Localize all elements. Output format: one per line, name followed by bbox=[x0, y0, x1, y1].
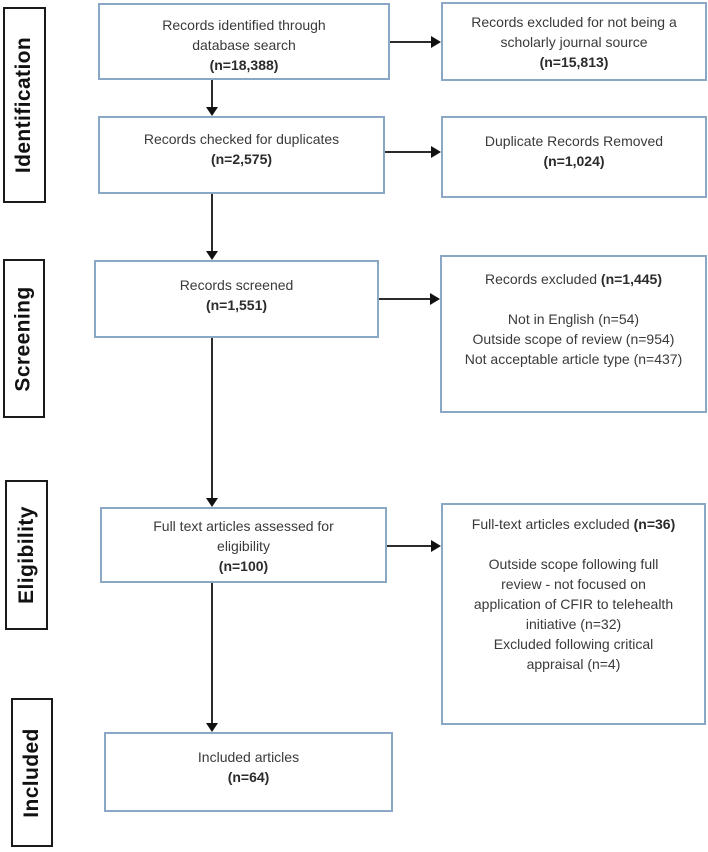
box-header: Records excluded (n=1,445) bbox=[442, 269, 705, 289]
box-count: (n=100) bbox=[218, 558, 269, 574]
stage-box-included: Included bbox=[11, 698, 53, 847]
arrow-right-icon bbox=[431, 36, 441, 48]
box-text-line: Records checked for duplicates bbox=[143, 131, 340, 147]
arrow-right-icon bbox=[431, 540, 441, 552]
box-text-line: Records identified through bbox=[162, 17, 326, 33]
box-text-line: Records screened bbox=[179, 277, 294, 293]
exclusion-reason: Not acceptable article type (n=437) bbox=[464, 351, 683, 367]
box-text-line: Full text articles assessed for bbox=[153, 518, 334, 534]
box-fulltext-excluded: Full-text articles excluded (n=36) Outsi… bbox=[441, 503, 706, 725]
box-text-line: eligibility bbox=[217, 538, 270, 554]
box-count: (n=2,575) bbox=[210, 151, 273, 167]
arrow-line-identified-to-duplicates bbox=[211, 80, 213, 108]
arrow-line-to-duplicates-removed bbox=[385, 151, 431, 153]
box-included-articles: Included articles (n=64) bbox=[104, 732, 393, 812]
box-text-line: database search bbox=[192, 37, 296, 53]
stage-label-eligibility: Eligibility bbox=[14, 506, 38, 604]
box-count: (n=15,813) bbox=[539, 54, 609, 70]
arrow-line-fulltext-to-included bbox=[211, 583, 213, 724]
arrow-down-icon bbox=[206, 498, 218, 507]
box-count: (n=64) bbox=[227, 769, 270, 785]
arrow-line-duplicates-to-screened bbox=[211, 194, 213, 252]
spacer bbox=[443, 534, 704, 554]
arrow-line-to-records-excluded bbox=[379, 298, 430, 300]
box-header-text: Records excluded bbox=[484, 271, 598, 287]
box-count: (n=1,551) bbox=[205, 297, 268, 313]
box-excluded-not-scholarly: Records excluded for not being a scholar… bbox=[441, 2, 707, 81]
stage-box-identification: Identification bbox=[3, 7, 46, 203]
box-records-excluded-screening: Records excluded (n=1,445) Not in Englis… bbox=[440, 255, 707, 413]
stage-label-included: Included bbox=[20, 727, 44, 818]
stage-box-eligibility: Eligibility bbox=[5, 480, 48, 630]
arrow-right-icon bbox=[430, 293, 440, 305]
box-header: Full-text articles excluded (n=36) bbox=[443, 514, 704, 534]
exclusion-reason: Outside scope following full review - no… bbox=[473, 556, 674, 632]
arrow-line-screened-to-fulltext bbox=[211, 338, 213, 499]
arrow-right-icon bbox=[431, 146, 441, 158]
box-text-line: Duplicate Records Removed bbox=[484, 133, 664, 149]
stage-label-identification: Identification bbox=[12, 36, 36, 174]
box-text-line: Records excluded for not being a bbox=[471, 14, 677, 30]
arrow-line-to-fulltext-excluded bbox=[387, 545, 431, 547]
box-header-count: (n=36) bbox=[633, 516, 676, 532]
box-text-line: Included articles bbox=[197, 749, 300, 765]
spacer bbox=[442, 289, 705, 309]
box-records-identified: Records identified through database sear… bbox=[98, 3, 390, 80]
arrow-down-icon bbox=[206, 107, 218, 116]
box-fulltext-assessed: Full text articles assessed for eligibil… bbox=[100, 507, 387, 583]
box-records-checked-duplicates: Records checked for duplicates (n=2,575) bbox=[98, 116, 385, 194]
arrow-down-icon bbox=[206, 251, 218, 260]
stage-label-screening: Screening bbox=[12, 285, 36, 392]
arrow-line-to-not-scholarly bbox=[390, 41, 431, 43]
box-count: (n=1,024) bbox=[543, 153, 605, 169]
box-header-text: Full-text articles excluded bbox=[471, 516, 630, 532]
exclusion-reason: Outside scope of review (n=954) bbox=[472, 331, 675, 347]
stage-box-screening: Screening bbox=[3, 259, 45, 418]
exclusion-reason: Excluded following critical appraisal (n… bbox=[493, 636, 654, 672]
box-duplicates-removed: Duplicate Records Removed (n=1,024) bbox=[441, 116, 707, 198]
box-header-count: (n=1,445) bbox=[600, 271, 663, 287]
arrow-down-icon bbox=[206, 723, 218, 732]
exclusion-reason: Not in English (n=54) bbox=[507, 311, 640, 327]
box-count: (n=18,388) bbox=[209, 57, 279, 73]
box-text-line: scholarly journal source bbox=[500, 34, 648, 50]
box-records-screened: Records screened (n=1,551) bbox=[94, 260, 379, 338]
